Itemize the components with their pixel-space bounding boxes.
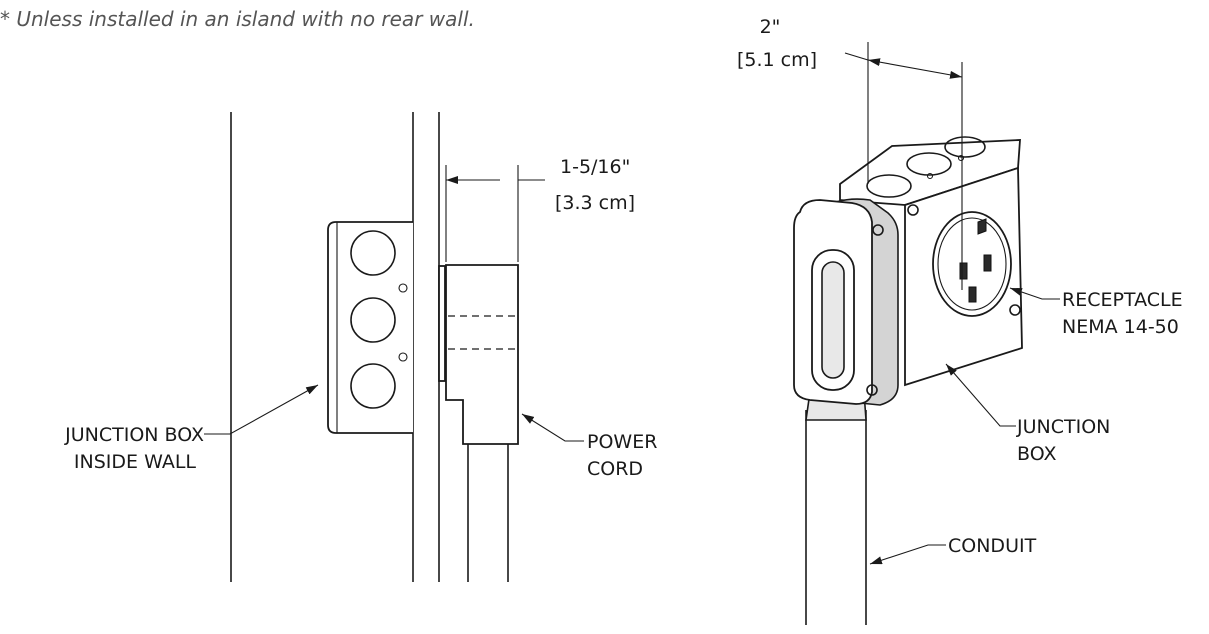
knockout-circle	[350, 297, 396, 343]
depth-dimension: 1-5/16" [3.3 cm]	[445, 156, 635, 262]
junction-box-inside-wall	[327, 221, 413, 434]
right-isometric-view: 2" [5.1 cm] RECEPTACLE NEMA 14-50 JUNCTI…	[737, 16, 1183, 625]
power-cord-callout: POWER CORD	[521, 413, 657, 480]
power-cord-plug	[438, 264, 519, 582]
mounting-screw	[907, 204, 919, 216]
receptacle-label-1: RECEPTACLE	[1062, 289, 1183, 311]
screw-hole	[398, 352, 408, 362]
left-side-view: 1-5/16" [3.3 cm] JUNCTION BOX INSIDE WAL…	[64, 112, 657, 582]
screw-hole	[398, 283, 408, 293]
junction-box-outline	[327, 221, 413, 434]
receptacle-face	[932, 211, 1012, 317]
junction-box-inside-wall-label-2: INSIDE WALL	[74, 451, 196, 473]
cover-screw	[866, 384, 878, 396]
width-dimension-inches: 2"	[760, 16, 781, 38]
junction-box-label-2: BOX	[1017, 443, 1056, 465]
top-knockout	[866, 174, 912, 198]
depth-dimension-metric: [3.3 cm]	[555, 192, 635, 214]
receptacle-label-2: NEMA 14-50	[1062, 316, 1179, 338]
power-cord-label-1: POWER	[587, 431, 657, 453]
conduit-label: CONDUIT	[948, 535, 1037, 557]
receptacle-slot	[968, 286, 977, 303]
junction-box-3d	[839, 136, 1023, 387]
top-knockout	[944, 136, 986, 158]
installation-note: * Unless installed in an island with no …	[0, 7, 475, 31]
knockout-circle	[350, 230, 396, 276]
junction-box-inside-wall-callout: JUNCTION BOX INSIDE WALL	[64, 384, 319, 473]
receptacle-nema-14-50	[907, 204, 1021, 317]
junction-box-callout: JUNCTION BOX	[945, 363, 1110, 465]
mounting-screw	[1009, 304, 1021, 316]
plug-body	[445, 264, 519, 445]
junction-box-label-1: JUNCTION	[1016, 416, 1110, 438]
junction-box-inside-wall-label-1: JUNCTION BOX	[64, 424, 204, 446]
conduit	[805, 391, 867, 625]
ground-slot	[977, 218, 987, 235]
receptacle-slot	[959, 262, 968, 280]
knockout-circle	[350, 363, 396, 409]
cover-slot-inner	[821, 261, 845, 379]
power-cord-label-2: CORD	[587, 458, 643, 480]
width-dimension: 2" [5.1 cm]	[737, 16, 963, 290]
conduit-body-cover	[793, 198, 899, 406]
width-dimension-metric: [5.1 cm]	[737, 49, 817, 71]
receptacle-slot	[983, 254, 992, 272]
cover-screw	[872, 224, 884, 236]
depth-dimension-inches: 1-5/16"	[560, 156, 630, 178]
top-knockout	[906, 152, 952, 176]
receptacle-callout: RECEPTACLE NEMA 14-50	[1009, 287, 1183, 338]
conduit-callout: CONDUIT	[869, 535, 1037, 565]
